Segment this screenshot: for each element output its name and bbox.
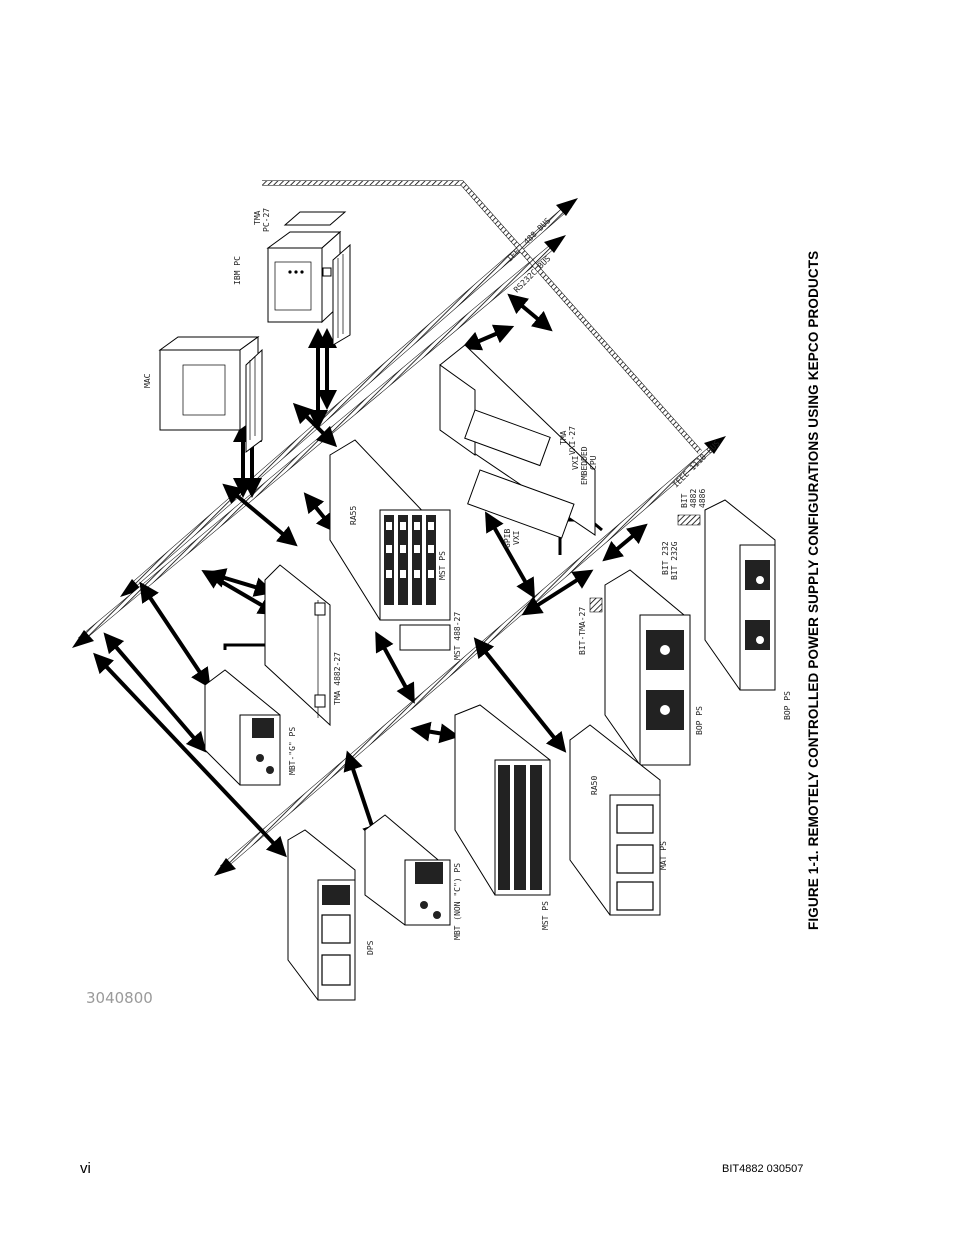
ibm-pc-label: IBM PC — [233, 256, 242, 285]
bop-ps-1-label: BOP PS — [695, 706, 704, 735]
vxi-cpu-label-c: CPU — [589, 455, 598, 470]
ieee-1118-bus — [214, 436, 726, 876]
bit-232-label-a: BIT 232 — [661, 541, 670, 575]
ra55-rack: RA55 MST PS MST 488-27 — [329, 439, 462, 660]
ibm-pc: IBM PC TMA PC-27 — [233, 208, 351, 346]
tma-vxi27-label-b: VXI-27 — [568, 426, 577, 455]
figure-caption: FIGURE 1-1. REMOTELY CONTROLLED POWER SU… — [806, 250, 821, 930]
bop-ps-bit4882: BIT 232 BIT 232G BIT 4882 4886 BOP PS — [661, 489, 792, 720]
bit-4882-label-a: BIT — [680, 493, 689, 508]
mst-ps-bottom-label: MST PS — [541, 901, 550, 930]
mac-computer: MAC — [143, 336, 263, 453]
ieee-488-bus — [120, 198, 578, 597]
tma-4882-27: TMA 4882-27 — [264, 564, 342, 727]
tma-pc27-label-a: TMA — [253, 210, 262, 225]
mbt-g-ps: MBT-"G" PS — [204, 669, 297, 786]
ra55-label: RA55 — [349, 506, 358, 525]
bit-232-label-b: BIT 232G — [670, 541, 679, 580]
dps-unit: DPS — [287, 829, 375, 1001]
bit-4882-label-c: 4886 — [698, 489, 707, 508]
dps-label: DPS — [366, 940, 375, 955]
document-id: BIT4882 030507 — [722, 1163, 804, 1175]
connection-arrows — [93, 293, 648, 858]
bit-4882-label-b: 4882 — [689, 489, 698, 508]
mbt-non-c-ps: MBT (NON "C") PS — [364, 814, 462, 940]
reference-number: 3040800 — [86, 989, 153, 1007]
ra50-label: RA50 — [590, 776, 599, 795]
mbt-non-c-ps-label: MBT (NON "C") PS — [453, 863, 462, 940]
mst-ps-rack: MST PS — [454, 704, 551, 930]
mac-label: MAC — [143, 373, 152, 388]
gpib-label-b: VXI — [512, 530, 521, 545]
ra50-rack: RA50 MAT PS — [569, 724, 668, 916]
bop-ps-2-label: BOP PS — [783, 691, 792, 720]
pc-to-bit-link — [262, 180, 702, 454]
bop-ps-bit-tma-27: BIT-TMA-27 BOP PS — [578, 569, 704, 766]
mst-488-27-label: MST 488-27 — [453, 612, 462, 660]
tma-vxi27-label-a: TMA — [559, 430, 568, 445]
vxi-cpu-label-a: VXI — [571, 455, 580, 470]
mat-ps-label: MAT PS — [659, 841, 668, 870]
gpib-label-a: GPIB — [503, 529, 512, 548]
mst-ps-top-label: MST PS — [438, 551, 447, 580]
vxi-chassis: TMA VXI-27 VXI EMBEDDED CPU GPIB VXI — [439, 344, 598, 548]
mbt-g-ps-label: MBT-"G" PS — [288, 727, 297, 775]
tma-pc27-label-b: PC-27 — [262, 208, 271, 232]
vxi-cpu-label-b: EMBEDDED — [580, 446, 589, 485]
page-number: vi — [80, 1160, 91, 1177]
bit-tma-27-label: BIT-TMA-27 — [578, 607, 587, 655]
tma-4882-27-label: TMA 4882-27 — [333, 652, 342, 705]
